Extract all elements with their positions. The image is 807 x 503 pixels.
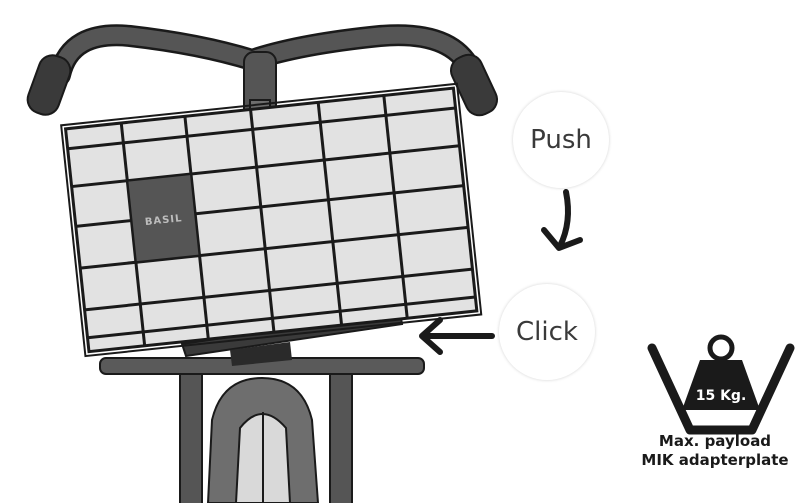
push-text: Push bbox=[530, 125, 592, 155]
click-arrow bbox=[419, 317, 495, 355]
click-label: Click bbox=[499, 284, 595, 380]
bike-fork bbox=[99, 357, 425, 503]
left-grip bbox=[26, 54, 72, 116]
basket: BASIL bbox=[60, 82, 483, 366]
weight-label: 15 Kg. bbox=[696, 388, 747, 404]
weight-icon: 15 Kg. bbox=[647, 334, 795, 435]
push-label: Push bbox=[513, 92, 609, 188]
payload-caption-line2: MIK adapterplate bbox=[641, 451, 789, 469]
click-text: Click bbox=[516, 317, 578, 347]
push-arrow bbox=[541, 189, 583, 251]
right-grip bbox=[450, 53, 498, 117]
basket-brand-label: BASIL bbox=[144, 213, 183, 228]
payload-caption-line1: Max. payload bbox=[658, 432, 772, 450]
